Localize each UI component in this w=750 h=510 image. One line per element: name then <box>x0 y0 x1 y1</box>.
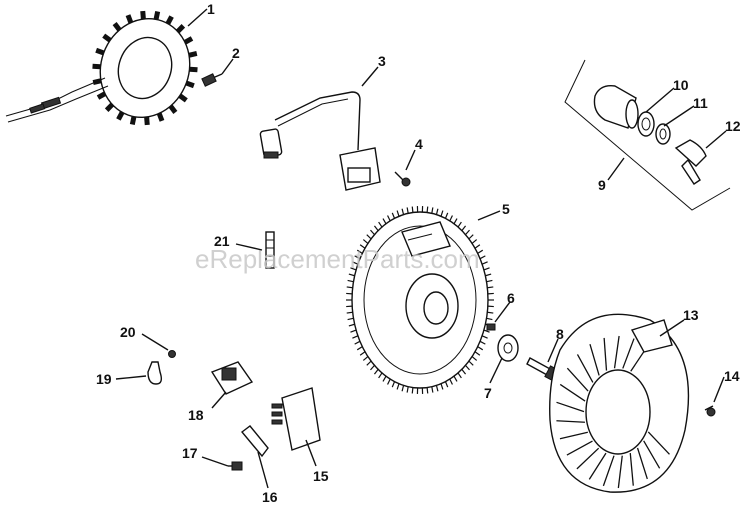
callout-labels: 1 2 3 4 5 6 7 8 9 10 11 12 13 14 15 16 1… <box>96 1 741 505</box>
callout-8: 8 <box>556 326 564 342</box>
part-connector-18 <box>210 361 254 395</box>
watermark: eReplacementParts.com <box>195 244 480 274</box>
part-screw-2 <box>201 73 223 87</box>
callout-11: 11 <box>693 95 708 111</box>
callout-1: 1 <box>207 1 215 17</box>
part-flywheel <box>346 206 494 394</box>
callout-16: 16 <box>262 489 278 505</box>
callout-13: 13 <box>683 307 699 323</box>
part-key-6 <box>486 323 496 331</box>
callout-3: 3 <box>378 53 386 69</box>
part-keyswitch-assembly <box>564 59 731 211</box>
part-washer-7 <box>497 334 519 362</box>
callout-4: 4 <box>415 136 423 152</box>
part-screw-4 <box>394 171 411 187</box>
callout-15: 15 <box>313 468 329 484</box>
callout-2: 2 <box>232 45 240 61</box>
callout-7: 7 <box>484 385 492 401</box>
part-nut-20 <box>168 350 176 358</box>
callout-10: 10 <box>673 77 689 93</box>
part-rectifier <box>271 387 321 451</box>
part-ignition-module <box>259 91 381 191</box>
callout-20: 20 <box>120 324 136 340</box>
callout-21: 21 <box>214 233 230 249</box>
part-screw-17 <box>228 461 243 471</box>
callout-19: 19 <box>96 371 112 387</box>
part-blower-housing <box>549 313 690 493</box>
part-screw-14 <box>704 405 716 417</box>
callout-6: 6 <box>507 290 515 306</box>
callout-5: 5 <box>502 201 510 217</box>
part-stator <box>5 10 198 126</box>
callout-12: 12 <box>725 118 741 134</box>
callout-9: 9 <box>598 177 606 193</box>
callout-18: 18 <box>188 407 204 423</box>
part-bracket-16 <box>240 425 269 458</box>
callout-17: 17 <box>182 445 198 461</box>
leader-lines <box>115 8 727 489</box>
part-spark-plug <box>265 231 275 269</box>
callout-14: 14 <box>724 368 740 384</box>
part-clip-19 <box>147 361 163 385</box>
